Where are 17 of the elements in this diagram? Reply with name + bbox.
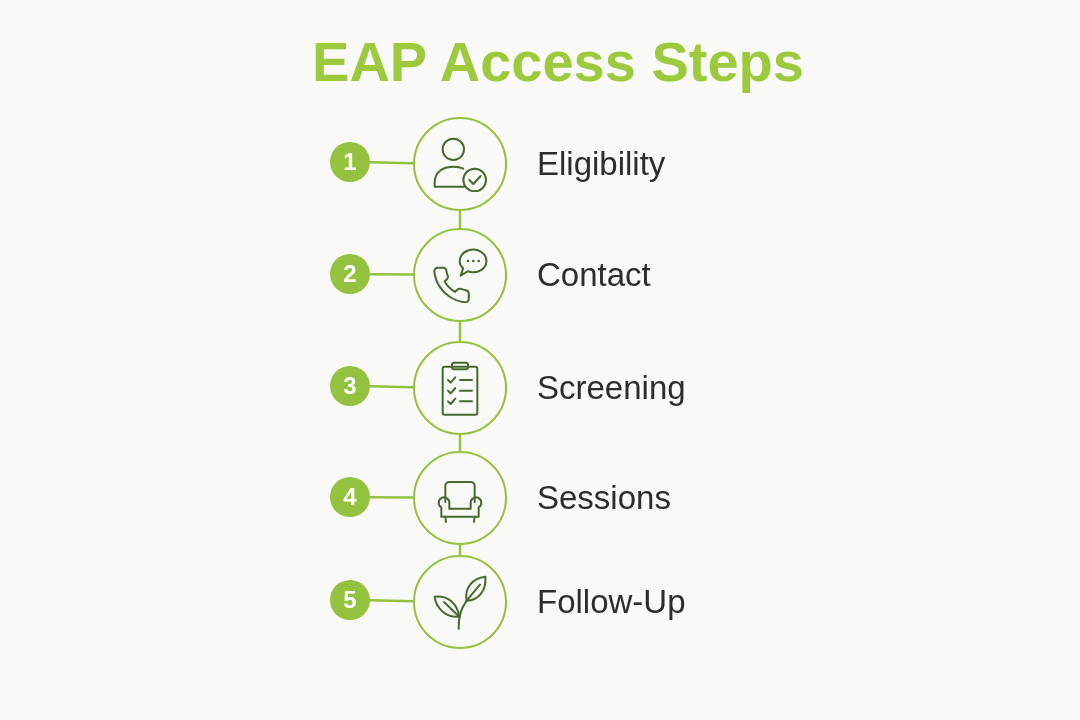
step-label: Sessions <box>537 478 671 518</box>
step-label: Eligibility <box>537 144 666 184</box>
number-badge: 4 <box>330 477 370 517</box>
step-label: Screening <box>537 368 686 408</box>
number-badge: 2 <box>330 254 370 294</box>
title: EAP Access Steps <box>312 30 804 94</box>
connector-line <box>369 161 414 165</box>
connector-line <box>369 599 414 603</box>
connector-line <box>458 322 462 341</box>
connector-line <box>370 495 413 499</box>
connector-line <box>370 272 413 276</box>
number-badge: 3 <box>330 366 370 406</box>
number-badge: 5 <box>330 580 370 620</box>
step-label: Contact <box>537 255 651 295</box>
number-badge: 1 <box>330 142 370 182</box>
connector-line <box>369 385 414 389</box>
step-label: Follow-Up <box>537 582 686 622</box>
